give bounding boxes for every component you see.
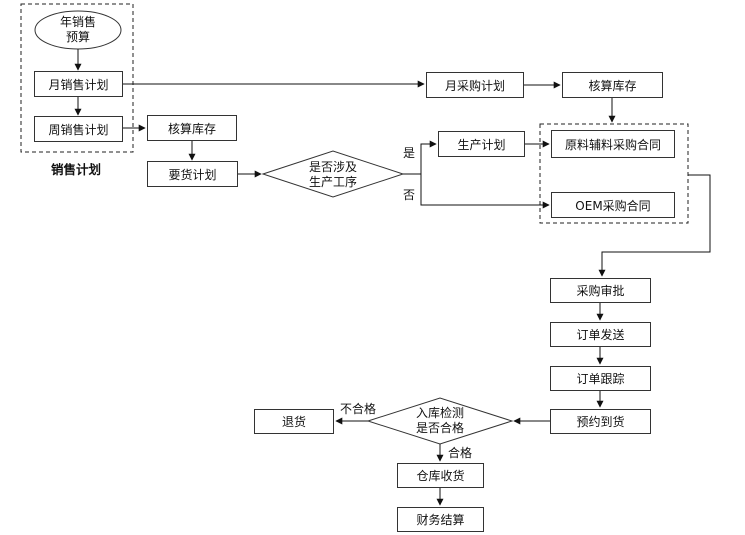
edge-label-fail: 不合格 [340, 402, 377, 416]
requisition-plan-box: 要货计划 [147, 161, 238, 187]
raw-material-contract-box: 原料辅料采购合同 [551, 130, 675, 158]
edge-decision-no [403, 173, 550, 209]
start-line2: 预算 [65, 30, 90, 44]
production-decision-line2: 生产工序 [308, 175, 357, 189]
sales-plan-group-frame [20, 3, 134, 153]
order-tracking-box: 订单跟踪 [550, 366, 651, 391]
check-inventory-box-1: 核算库存 [147, 115, 237, 141]
financial-settlement-box: 财务结算 [397, 507, 484, 532]
inspection-decision-line2: 是否合格 [415, 421, 464, 435]
inspection-decision-label: 入库检测 是否合格 [400, 406, 480, 436]
return-goods-box: 退货 [254, 409, 334, 434]
production-plan-box: 生产计划 [438, 131, 525, 157]
sales-plan-group-label: 销售计划 [51, 162, 102, 177]
edge-label-yes: 是 [403, 146, 416, 160]
start-line1: 年销售 [59, 15, 96, 29]
scheduled-arrival-box: 预约到货 [550, 409, 651, 434]
oem-contract-box: OEM采购合同 [551, 192, 675, 218]
inspection-diamond [366, 397, 514, 445]
purchase-approval-box: 采购审批 [550, 278, 651, 303]
inspection-decision-line1: 入库检测 [415, 406, 464, 420]
monthly-purchase-plan-box: 月采购计划 [426, 72, 524, 98]
edge-label-pass: 合格 [448, 446, 473, 460]
warehouse-receipt-box: 仓库收货 [397, 463, 484, 488]
production-decision-line1: 是否涉及 [308, 160, 357, 174]
production-process-decision-label: 是否涉及 生产工序 [293, 160, 373, 190]
order-dispatch-box: 订单发送 [550, 322, 651, 347]
edge-contracts-to-approval [598, 174, 711, 277]
edge-label-no: 否 [403, 188, 416, 202]
monthly-sales-plan-box: 月销售计划 [34, 71, 123, 97]
start-node-label: 年销售 预算 [35, 15, 121, 45]
weekly-sales-plan-box: 周销售计划 [34, 116, 123, 142]
check-inventory-box-2: 核算库存 [562, 72, 663, 98]
contracts-group-frame [539, 123, 689, 224]
